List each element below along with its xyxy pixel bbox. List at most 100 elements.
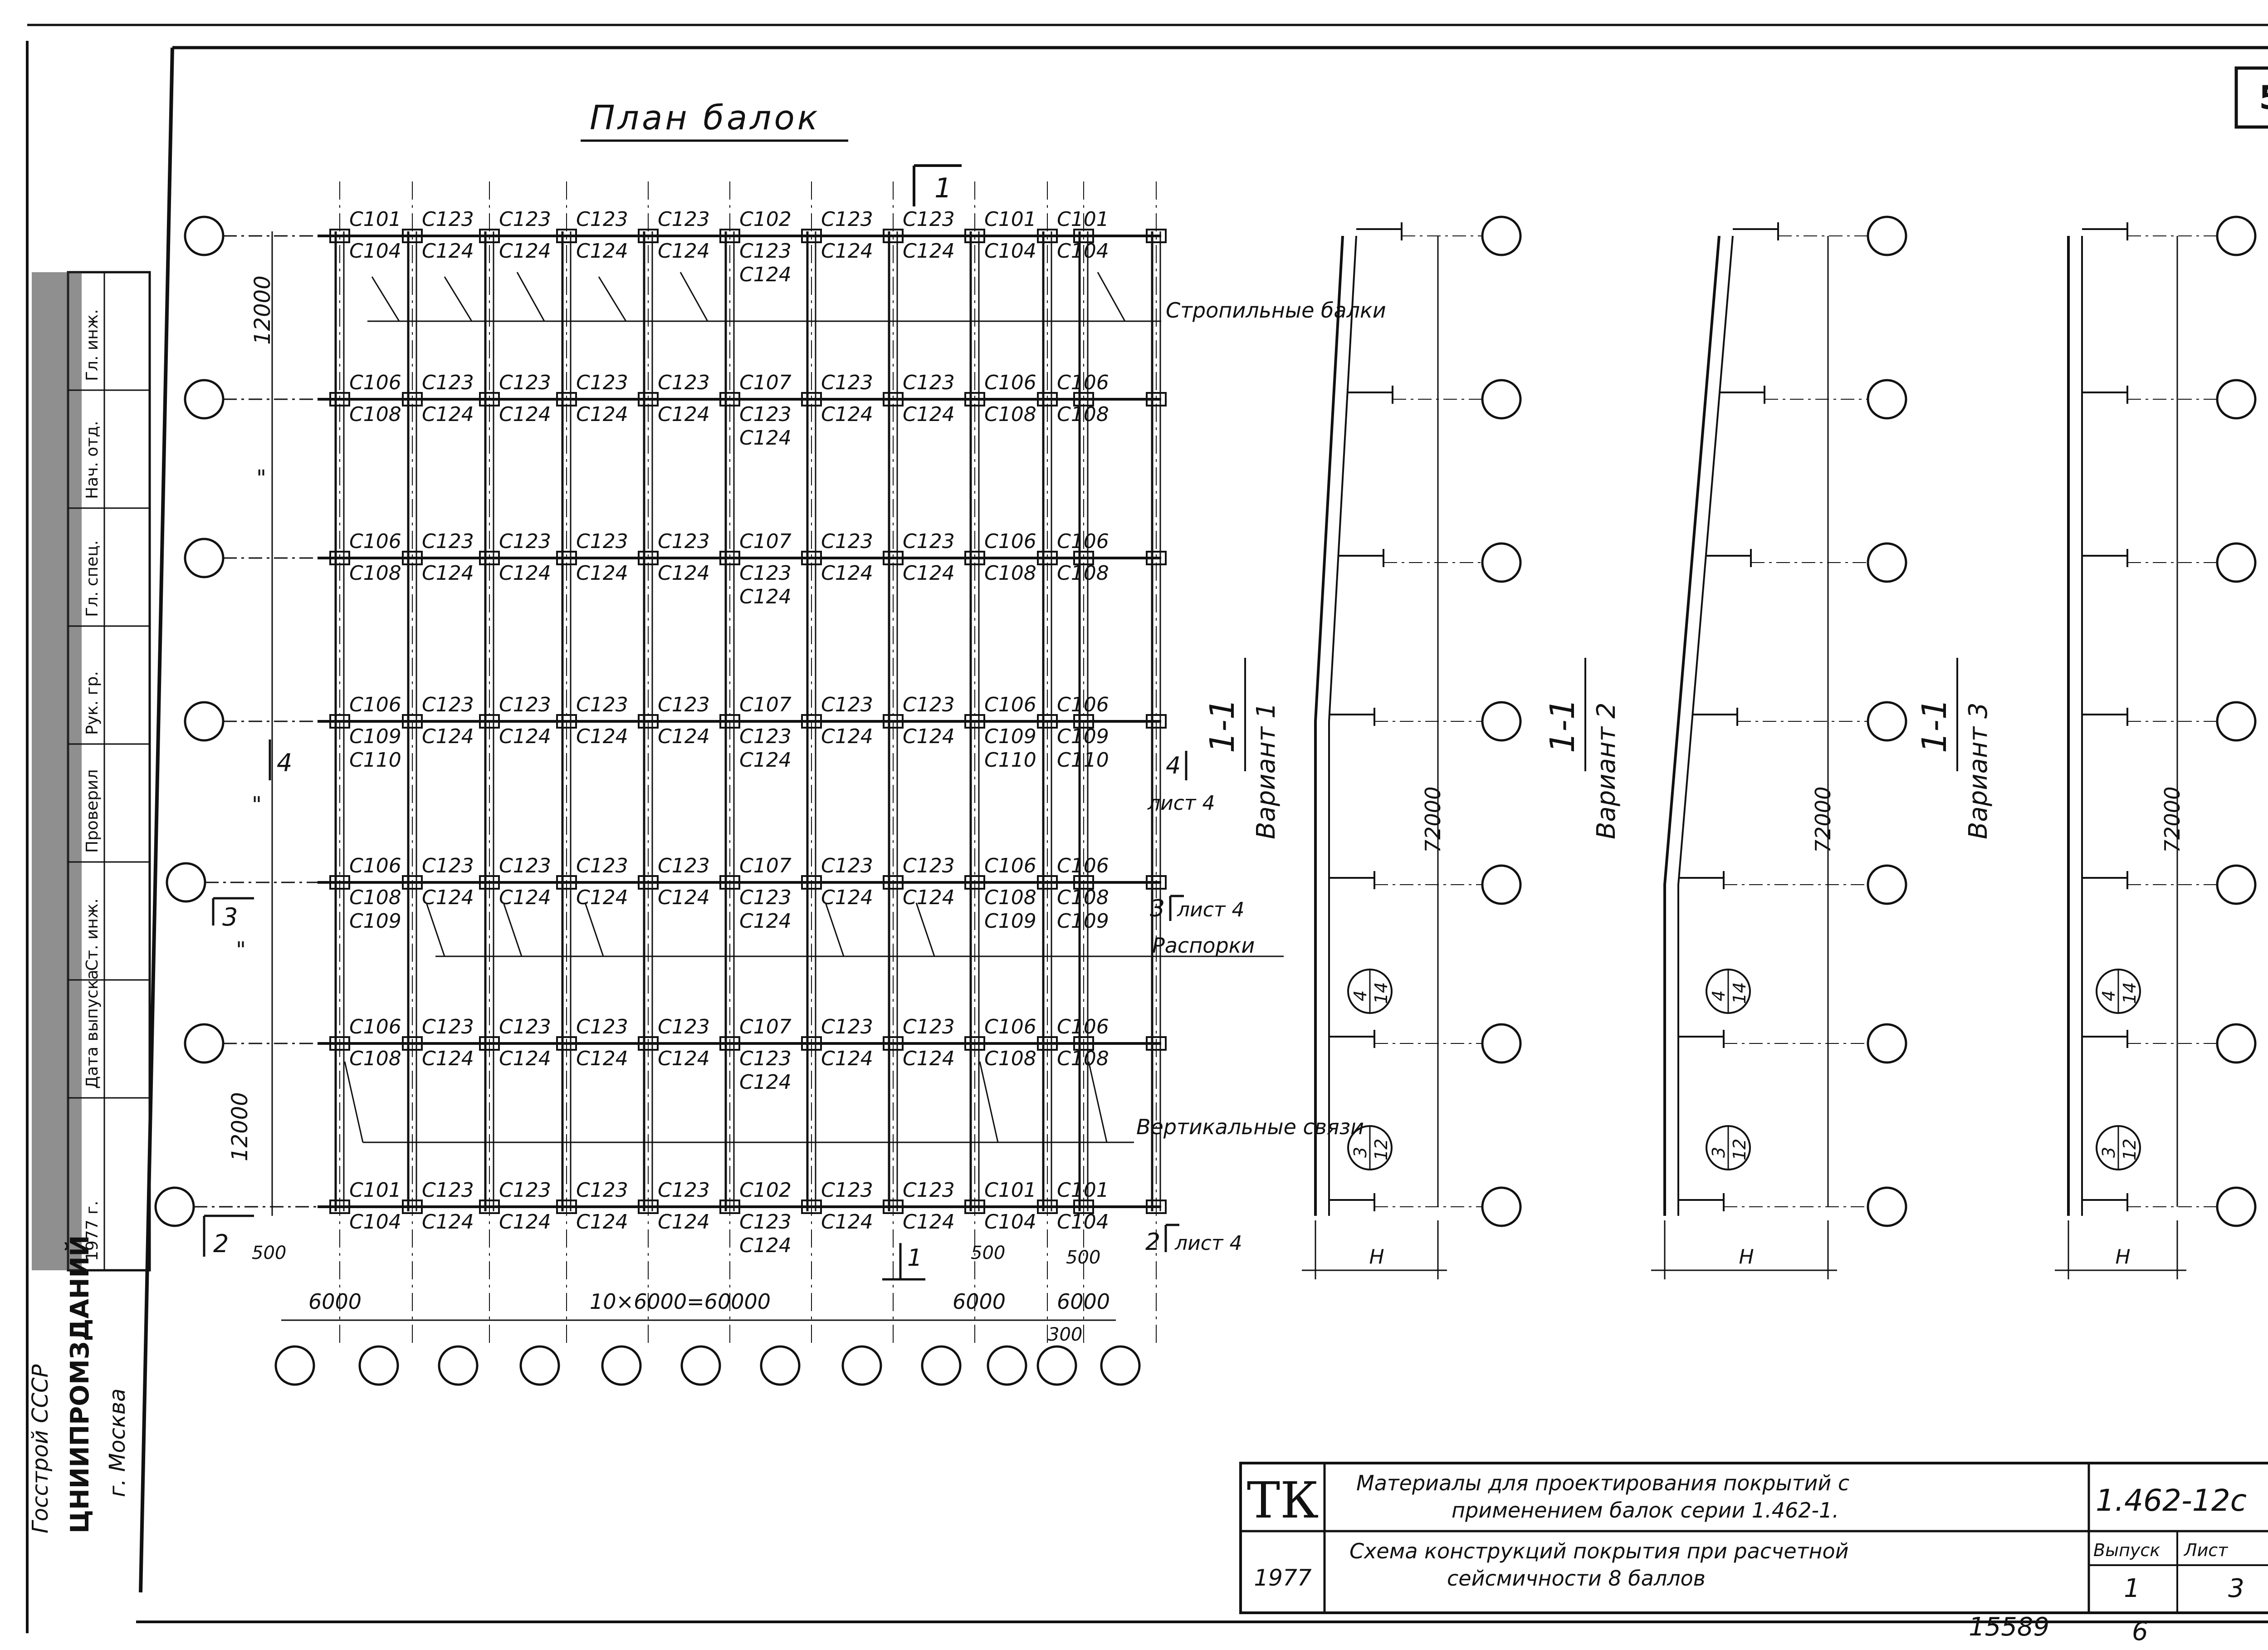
section-axis-bubble: [1481, 1023, 1522, 1064]
axis-bubble-column: [841, 1345, 882, 1386]
left-dimensions: 12000 12000 " " ": [227, 231, 275, 1216]
beam-label-lower-2: С124: [739, 426, 792, 450]
beam-label-bottom: С102: [739, 1179, 792, 1202]
issue-label: Выпуск: [2093, 1540, 2160, 1560]
archive-number: 15589: [1969, 1612, 2049, 1642]
column-node: [1073, 392, 1094, 406]
beam-label-lower: С124: [903, 725, 955, 748]
callout-leader: [444, 276, 473, 322]
beam-label-upper: С106: [349, 1015, 401, 1038]
column-node: [638, 1200, 659, 1214]
beam-label-top: С123: [903, 208, 955, 231]
detail-callout-number: 3: [1350, 1147, 1370, 1158]
column-node: [1146, 1036, 1167, 1051]
beam-label-bottom: С123: [576, 1179, 628, 1202]
column-node: [479, 714, 500, 729]
column-node: [638, 229, 659, 243]
beam-label-lower: С109: [349, 725, 401, 748]
beam-label-lower: С108: [349, 886, 401, 909]
beam-label-upper: С123: [903, 1015, 955, 1038]
column-node: [479, 1200, 500, 1214]
beam-label-upper: С123: [821, 1015, 873, 1038]
beam-label-lower: С124: [499, 403, 551, 426]
axis-bubble-column: [760, 1345, 801, 1386]
beam-label-lower: С109: [984, 725, 1036, 748]
cut-4-right-label: 4: [1166, 752, 1181, 779]
beam-label-lower: С124: [903, 562, 955, 585]
beam-label-lower-2: С124: [739, 910, 792, 933]
sheet-frame: [26, 24, 2268, 1633]
column-node: [964, 1036, 985, 1051]
beam-label-bottom-lower: С124: [422, 1210, 474, 1234]
beam-label-upper: С123: [821, 530, 873, 553]
beam-label-top: С101: [1057, 208, 1109, 231]
beam-label-top-lower: С104: [984, 240, 1036, 263]
column-node: [1073, 1036, 1094, 1051]
title-block-logo: ТК: [1247, 1471, 1319, 1529]
beam-label-lower-2: С109: [1057, 910, 1109, 933]
beam-label-lower: С124: [422, 1047, 474, 1070]
dim-12000-top: 12000: [250, 275, 275, 345]
column-node: [479, 229, 500, 243]
section-axis-bubble: [1867, 1023, 1907, 1064]
sheet-number-box: 5: [2234, 66, 2268, 129]
detail-callout-number: 4: [1350, 990, 1370, 1001]
column-node: [1037, 875, 1058, 890]
beam-label-upper: С106: [1057, 530, 1109, 553]
beam-label-upper: С123: [903, 693, 955, 716]
beam-label-lower: С124: [576, 562, 628, 585]
column-node: [1073, 1200, 1094, 1214]
column-node: [801, 392, 822, 406]
dim-total: 10×6000=60000: [590, 1289, 771, 1314]
beam-label-top: С101: [349, 208, 401, 231]
beam-label-upper: С123: [658, 693, 710, 716]
column-node: [801, 714, 822, 729]
stamp-org-3: г. Москва: [105, 1388, 130, 1497]
callout-struts-text: Распорки: [1152, 933, 1255, 958]
section-axis-bubble: [2216, 864, 2257, 905]
beam-label-lower: С108: [984, 1047, 1036, 1070]
beam-label-top-lower: С124: [576, 240, 628, 263]
column-node: [801, 551, 822, 565]
beam-label-bottom: С123: [422, 1179, 474, 1202]
cut-3-right-sheet: лист 4: [1177, 898, 1245, 921]
column-node: [402, 392, 423, 406]
cut-markers-left: 4 3 2: [203, 739, 292, 1258]
callout-leader: [1097, 272, 1126, 322]
beam-label-lower: С108: [984, 403, 1036, 426]
column-node: [1037, 551, 1058, 565]
axis-bubble-column: [680, 1345, 721, 1386]
beam-label-lower-2: С109: [984, 910, 1036, 933]
stamp-field-4: Рук. гр.: [83, 671, 102, 735]
axis-bubble-column: [1100, 1345, 1141, 1386]
dim-500-left: 500: [252, 1243, 286, 1263]
callout-rafter-beams: Стропильные балки: [367, 298, 1386, 323]
beam-label-bottom-lower: С104: [349, 1210, 401, 1234]
beam-label-lower-2: С124: [739, 1071, 792, 1094]
callout-leader: [344, 1061, 364, 1143]
beam-label-lower: С124: [576, 403, 628, 426]
callout-leader: [503, 902, 523, 957]
title-block-year: 1977: [1254, 1565, 1311, 1591]
detail-callout-sheet: 12: [1371, 1139, 1391, 1160]
column-node: [1037, 229, 1058, 243]
column-node: [964, 551, 985, 565]
title-line-1: Материалы для проектирования покрытий с: [1356, 1471, 1849, 1495]
beam-label-lower-2: С110: [984, 749, 1036, 772]
section-axis-bubble: [2216, 1023, 2257, 1064]
column-node: [719, 551, 740, 565]
beam-label-upper: С106: [984, 371, 1036, 394]
column-node: [964, 229, 985, 243]
column-node: [1146, 875, 1167, 890]
beam-label-upper: С123: [499, 371, 551, 394]
section-cut-heading: 1-1: [1915, 698, 1954, 753]
section-cut-1-top-label: 1: [934, 172, 952, 204]
beam-label-lower: С123: [739, 562, 792, 585]
column-node: [402, 1036, 423, 1051]
beam-label-lower: С124: [576, 886, 628, 909]
column-node: [719, 714, 740, 729]
column-node: [1146, 714, 1167, 729]
beam-label-upper: С123: [658, 854, 710, 877]
column-node: [719, 392, 740, 406]
beam-label-upper: С107: [739, 530, 792, 553]
